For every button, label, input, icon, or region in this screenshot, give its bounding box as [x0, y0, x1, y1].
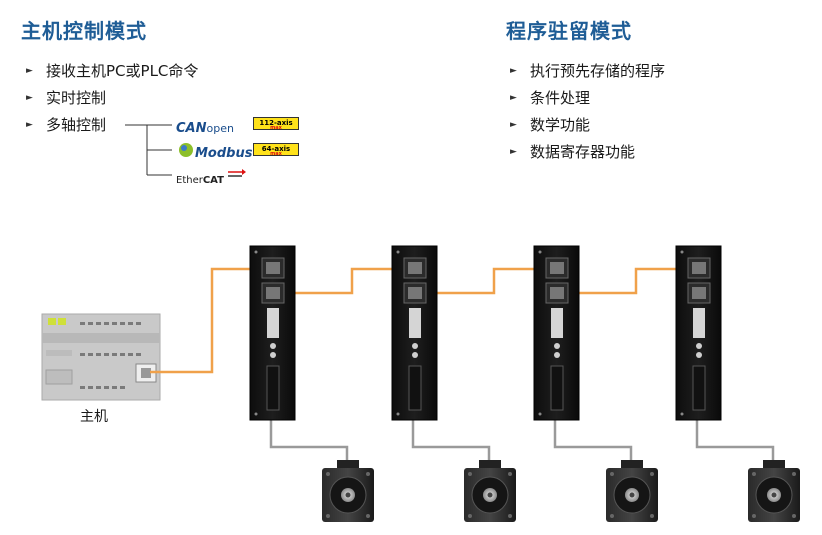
list-item: ►接收主机PC或PLC命令	[22, 58, 198, 85]
host-control-mode-title: 主机控制模式	[21, 19, 147, 43]
bullet-arrow-icon: ►	[510, 93, 517, 103]
bullet-arrow-icon: ►	[510, 120, 517, 130]
stepper-motor-1	[322, 460, 374, 522]
list-item: ►多轴控制	[22, 112, 198, 139]
protocol-branch-lines	[125, 124, 172, 176]
modbus-axis-badge: 64-axis max	[253, 143, 299, 157]
ethercat-arrow-icon	[228, 169, 246, 177]
stepper-motor-4	[748, 460, 800, 522]
motor-cable	[269, 420, 775, 462]
bullet-arrow-icon: ►	[26, 120, 33, 130]
ethercat-logo: EtherCAT	[176, 175, 224, 186]
stepper-drive-2	[391, 245, 438, 421]
list-item: ►条件处理	[506, 85, 665, 112]
modbus-logo: Modbus	[195, 146, 253, 161]
stepper-drive-1	[249, 245, 296, 421]
bullet-arrow-icon: ►	[26, 66, 33, 76]
stepper-drive-3	[533, 245, 580, 421]
network-cable	[150, 267, 694, 374]
list-item: ►数学功能	[506, 112, 665, 139]
modbus-logo-icon	[179, 143, 193, 157]
stepper-motor-3	[606, 460, 658, 522]
stepper-motor-2	[464, 460, 516, 522]
list-item: ►数据寄存器功能	[506, 139, 665, 166]
program-resident-feature-list: ►执行预先存储的程序 ►条件处理 ►数学功能 ►数据寄存器功能	[506, 58, 665, 166]
stepper-drive-4	[675, 245, 722, 421]
canopen-axis-badge: 112-axis max	[253, 117, 299, 131]
program-resident-mode-title: 程序驻留模式	[506, 19, 632, 43]
host-control-feature-list: ►接收主机PC或PLC命令 ►实时控制 ►多轴控制	[22, 58, 198, 139]
list-item: ►执行预先存储的程序	[506, 58, 665, 85]
bullet-arrow-icon: ►	[26, 93, 33, 103]
bullet-arrow-icon: ►	[510, 66, 517, 76]
canopen-logo: CANopen	[176, 121, 234, 136]
host-label: 主机	[80, 409, 108, 425]
list-item: ►实时控制	[22, 85, 198, 112]
plc-host-device	[41, 313, 161, 401]
bullet-arrow-icon: ►	[510, 147, 517, 157]
